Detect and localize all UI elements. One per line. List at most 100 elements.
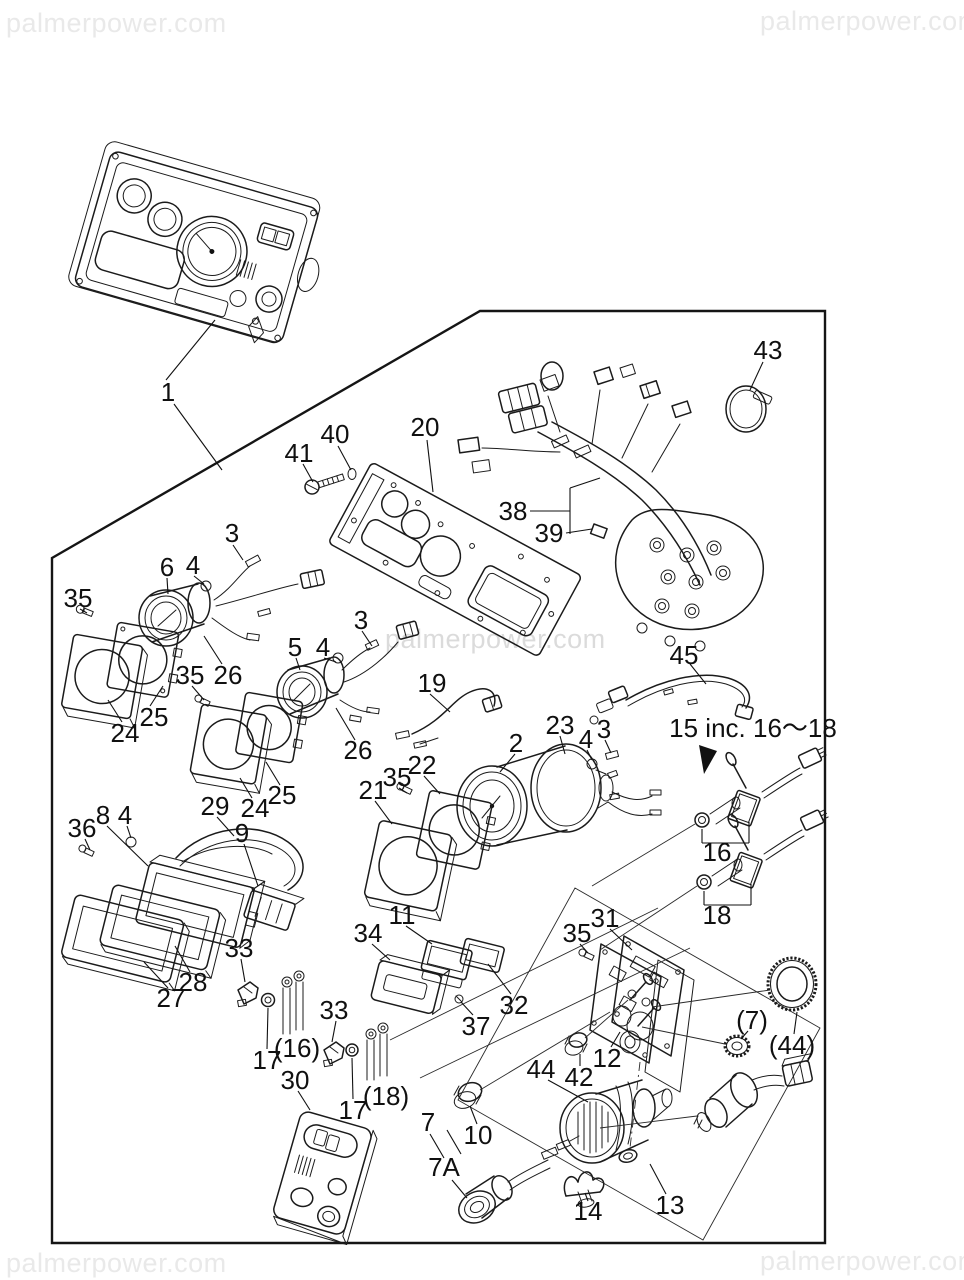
part-label-16-28: 16 bbox=[703, 837, 732, 867]
part-label-28-43: 28 bbox=[179, 967, 208, 997]
part-label-15inc1618-27: 15 inc. 16～18 bbox=[669, 713, 837, 743]
part-label-20-4: 20 bbox=[411, 412, 440, 442]
knurled-ring-44 bbox=[766, 956, 818, 1012]
part-label-18-52: (18) bbox=[363, 1081, 409, 1111]
gauge-5 bbox=[276, 620, 420, 723]
display-unit-8 bbox=[61, 828, 305, 992]
part-label-19-18: 19 bbox=[418, 668, 447, 698]
watermark-top-right: palmerpower.com bbox=[760, 6, 964, 36]
part-label-22-30: 22 bbox=[408, 750, 437, 780]
part-label-39-6: 39 bbox=[535, 518, 564, 548]
part-label-14-59: 14 bbox=[574, 1196, 603, 1226]
part-label-17-47: 17 bbox=[253, 1045, 282, 1075]
part-label-37-46: 37 bbox=[462, 1011, 491, 1041]
part-label-32-45: 32 bbox=[500, 990, 529, 1020]
part-label-5-15: 5 bbox=[288, 632, 302, 662]
watermark-top-left: palmerpower.com bbox=[6, 8, 227, 38]
hose-clamp bbox=[725, 385, 773, 433]
watermark-bottom-left: palmerpower.com bbox=[6, 1248, 227, 1278]
wiring-harness bbox=[457, 361, 765, 652]
diagram-frame bbox=[50, 309, 827, 1245]
hour-meter bbox=[456, 743, 662, 847]
part-label-17-51: 17 bbox=[339, 1095, 368, 1125]
alignment-lines bbox=[389, 823, 771, 1129]
cap-42 bbox=[564, 1032, 588, 1056]
lamp-socket bbox=[618, 1061, 641, 1163]
part-label-1-0: 1 bbox=[161, 377, 175, 407]
note-arrow bbox=[699, 745, 717, 774]
assembled-panel bbox=[68, 141, 321, 344]
part-label-40-3: 40 bbox=[321, 419, 350, 449]
part-label-26-11: 26 bbox=[214, 660, 243, 690]
part-label-29-36: 29 bbox=[201, 791, 230, 821]
part-label-6-8: 6 bbox=[160, 552, 174, 582]
part-label-4-34: 4 bbox=[118, 800, 132, 830]
part-label-18-29: 18 bbox=[703, 900, 732, 930]
hour-meter-brackets bbox=[363, 782, 497, 922]
part-label-38-5: 38 bbox=[499, 496, 528, 526]
part-label-3-26: 3 bbox=[597, 714, 611, 744]
watermark-center: palmerpower.com bbox=[385, 624, 606, 654]
plate-12 bbox=[611, 935, 685, 1057]
gauge-6-brackets bbox=[61, 604, 183, 729]
box-34 bbox=[370, 954, 451, 1015]
harness-45 bbox=[589, 674, 754, 725]
part-label-12-53: 12 bbox=[593, 1043, 622, 1073]
panel-13-outline bbox=[457, 887, 821, 1241]
toggle-switch-16 bbox=[694, 747, 827, 844]
part-label-35-31: 35 bbox=[383, 762, 412, 792]
part-label-7-61: (7) bbox=[736, 1005, 768, 1035]
part-label-3-7: 3 bbox=[225, 518, 239, 548]
part-label-36-35: 36 bbox=[68, 813, 97, 843]
part-label-35-41: 35 bbox=[563, 918, 592, 948]
gauge-5-brackets bbox=[189, 691, 308, 794]
part-label-35-10: 35 bbox=[64, 583, 93, 613]
part-label-34-38: 34 bbox=[354, 918, 383, 948]
part-label-35-14: 35 bbox=[176, 660, 205, 690]
part-label-41-2: 41 bbox=[285, 438, 314, 468]
leader-lines bbox=[79, 319, 798, 1202]
part-label-21-32: 21 bbox=[359, 775, 388, 805]
part-label-43-1: 43 bbox=[754, 335, 783, 365]
rear-plate bbox=[304, 463, 582, 656]
part-label-13-60: 13 bbox=[656, 1190, 685, 1220]
knurled-nut-7 bbox=[723, 1034, 751, 1058]
buzzer-44 bbox=[559, 1079, 673, 1164]
keypad-panel-30 bbox=[273, 1111, 378, 1246]
window-frame-11 bbox=[420, 937, 505, 1004]
part-label-44-55: 44 bbox=[527, 1054, 556, 1084]
part-label-24-13: 24 bbox=[111, 718, 140, 748]
part-label-44-62: (44) bbox=[769, 1030, 815, 1060]
part-label-4-9: 4 bbox=[186, 550, 200, 580]
part-label-2-23: 2 bbox=[509, 728, 523, 758]
cap-10 bbox=[453, 1081, 483, 1109]
part-label-7A-58: 7A bbox=[428, 1152, 460, 1182]
jumper-wire-19 bbox=[395, 688, 503, 749]
watermark-bottom-right: palmerpower.com bbox=[760, 1246, 964, 1276]
part-label-23-24: 23 bbox=[546, 710, 575, 740]
part-label-3-17: 3 bbox=[354, 605, 368, 635]
part-label-16-48: (16) bbox=[274, 1033, 320, 1063]
ignition-receptacle-7A bbox=[458, 1135, 580, 1224]
part-label-42-54: 42 bbox=[565, 1062, 594, 1092]
part-label-31-40: 31 bbox=[591, 903, 620, 933]
part-label-25-12: 25 bbox=[140, 702, 169, 732]
part-label-10-56: 10 bbox=[464, 1120, 493, 1150]
part-label-25-20: 25 bbox=[268, 780, 297, 810]
wing-lever-14 bbox=[563, 1171, 605, 1208]
toggle-switch-18 bbox=[696, 809, 829, 906]
part-label-4-25: 4 bbox=[579, 724, 593, 754]
part-label-4-16: 4 bbox=[316, 632, 330, 662]
part-label-8-33: 8 bbox=[96, 800, 110, 830]
part-label-45-22: 45 bbox=[670, 640, 699, 670]
part-label-11-39: 11 bbox=[389, 900, 416, 930]
part-label-7-57: 7 bbox=[421, 1107, 435, 1137]
ignition-switch-13 bbox=[693, 1053, 813, 1132]
part-label-33-42: 33 bbox=[225, 933, 254, 963]
part-label-24-21: 24 bbox=[241, 793, 270, 823]
clip-hardware bbox=[237, 970, 389, 1081]
part-label-9-37: 9 bbox=[235, 818, 249, 848]
